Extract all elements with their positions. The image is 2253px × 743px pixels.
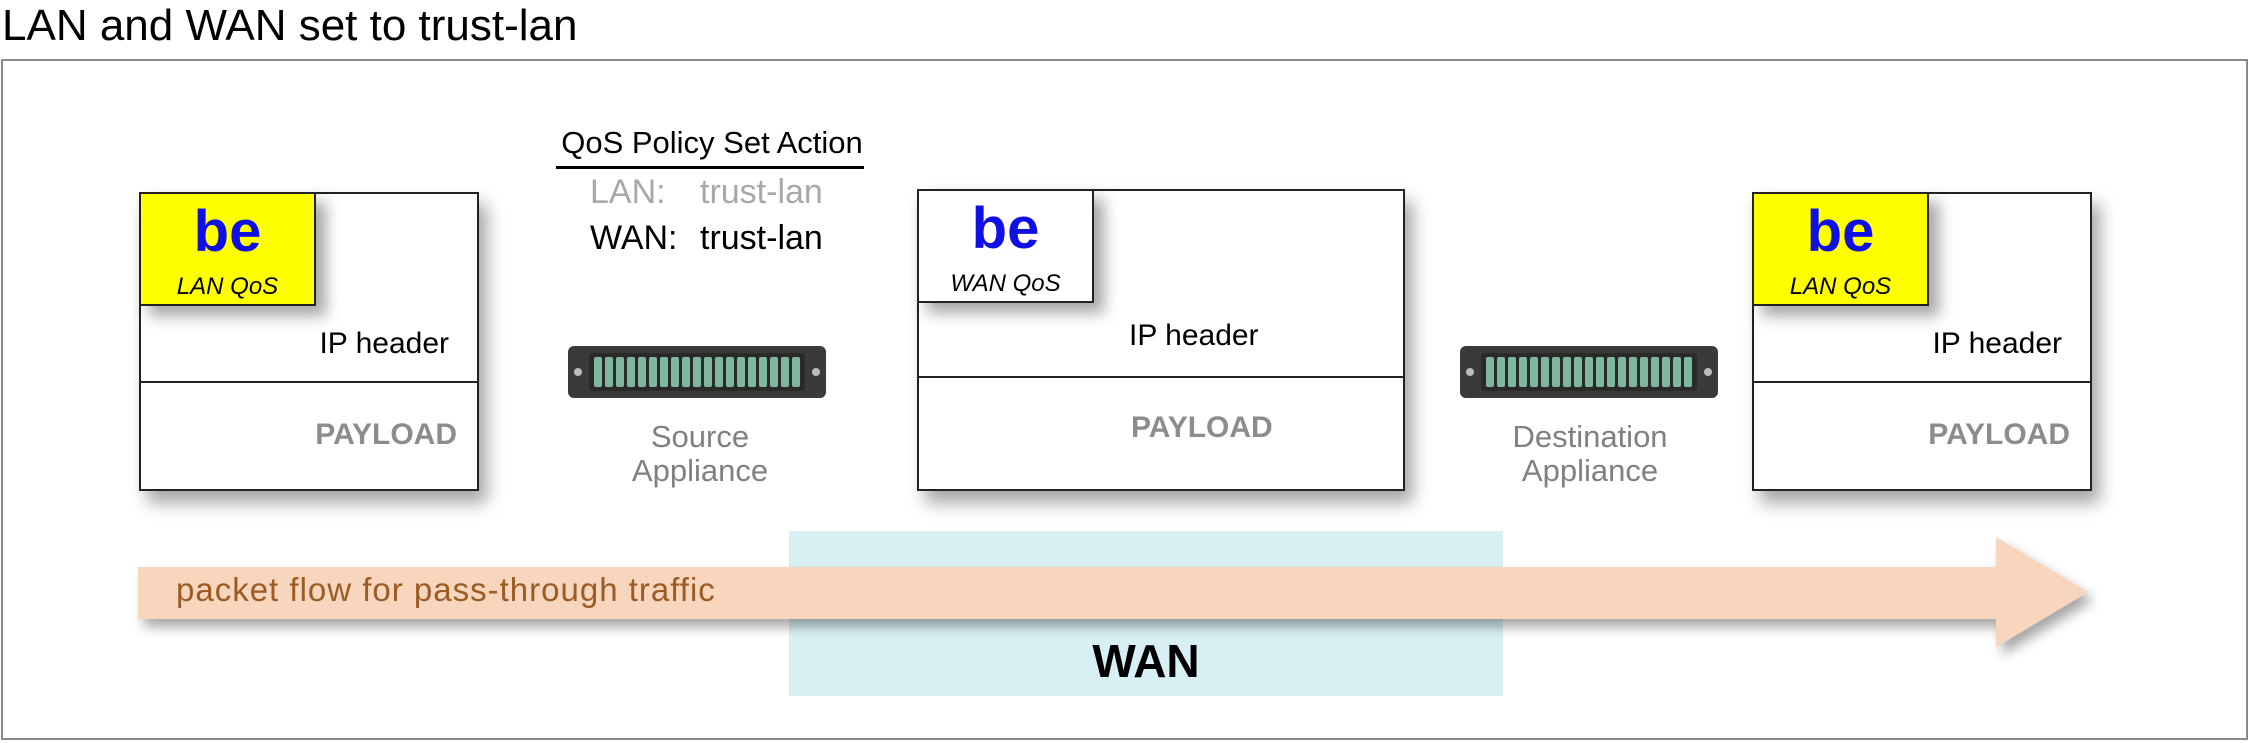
- ip-header: IP header: [1129, 319, 1259, 352]
- vent-slot: [770, 357, 778, 387]
- wan-label: WAN: [1092, 635, 1200, 687]
- vent-slot: [616, 357, 624, 387]
- policy-key: LAN:: [590, 173, 666, 211]
- appliance-label-line1: Source: [650, 419, 750, 454]
- vent-slot: [715, 357, 723, 387]
- packet-divider: [919, 376, 1403, 378]
- vent-slot: [1574, 357, 1582, 387]
- vent-slot: [1596, 357, 1604, 387]
- lan-qos-box: be LAN QoS: [139, 192, 316, 306]
- vent-slot: [594, 357, 602, 387]
- vent-slot: [671, 357, 679, 387]
- policy-row-wan: WAN: trust-lan: [590, 218, 823, 258]
- vent-slot: [759, 357, 767, 387]
- payload: PAYLOAD: [1928, 418, 2070, 451]
- vent-slot: [605, 357, 613, 387]
- qos-tag: be: [1806, 199, 1875, 264]
- vent-slot: [726, 357, 734, 387]
- flow-arrow-shape: [138, 537, 2088, 647]
- qos-label: WAN QoS: [950, 270, 1061, 297]
- vent-slot: [1519, 357, 1527, 387]
- vent-slot: [649, 357, 657, 387]
- packet-divider: [141, 381, 477, 383]
- vent-slot: [1684, 357, 1692, 387]
- appliance-label-line2: Appliance: [1521, 453, 1659, 488]
- policy-value: trust-lan: [700, 219, 823, 257]
- vent-slot: [693, 357, 701, 387]
- lan-qos-box: be LAN QoS: [1752, 192, 1929, 306]
- diagram-title: LAN and WAN set to trust-lan: [2, 1, 578, 50]
- ip-header: IP header: [1932, 327, 2062, 360]
- payload: PAYLOAD: [1131, 411, 1273, 444]
- vent-slot: [1651, 357, 1659, 387]
- source-appliance-icon: [568, 346, 826, 398]
- vent-slot: [1607, 357, 1615, 387]
- vent-slot: [792, 357, 800, 387]
- qos-tag: be: [971, 196, 1040, 261]
- policy-heading: QoS Policy Set Action: [561, 125, 863, 160]
- policy-key: WAN:: [590, 219, 678, 257]
- qos-label: LAN QoS: [1789, 273, 1892, 300]
- packet-divider: [1754, 381, 2090, 383]
- policy-row-lan: LAN: trust-lan: [590, 172, 823, 212]
- vent-slot: [1563, 357, 1571, 387]
- vent-slot: [781, 357, 789, 387]
- vent-slot: [682, 357, 690, 387]
- diagram-frame: [1, 59, 2248, 740]
- vent-slot: [1618, 357, 1626, 387]
- vent-slot: [627, 357, 635, 387]
- vent-slot: [660, 357, 668, 387]
- vent-slot: [1585, 357, 1593, 387]
- appliance-vents: [1486, 357, 1692, 387]
- packet-destination: be LAN QoS IP header PAYLOAD: [1752, 192, 2092, 491]
- destination-appliance-label: Destination Appliance: [1460, 420, 1720, 488]
- appliance-label-line2: Appliance: [631, 453, 769, 488]
- qos-tag: be: [193, 199, 262, 264]
- vent-slot: [737, 357, 745, 387]
- wan-qos-box: be WAN QoS: [917, 189, 1094, 303]
- destination-appliance-icon: [1460, 346, 1718, 398]
- source-appliance-label: Source Appliance: [570, 420, 830, 488]
- vent-slot: [1662, 357, 1670, 387]
- qos-label: LAN QoS: [176, 273, 279, 300]
- policy-underline: [556, 166, 864, 169]
- appliance-label-line1: Destination: [1512, 419, 1668, 454]
- vent-slot: [1673, 357, 1681, 387]
- flow-label: packet flow for pass-through traffic: [176, 571, 716, 608]
- policy-value: trust-lan: [700, 173, 823, 211]
- vent-slot: [1530, 357, 1538, 387]
- vent-slot: [748, 357, 756, 387]
- vent-slot: [1629, 357, 1637, 387]
- packet-source: be LAN QoS IP header PAYLOAD: [139, 192, 479, 491]
- vent-slot: [704, 357, 712, 387]
- vent-slot: [1497, 357, 1505, 387]
- packet-wan: be WAN QoS IP header PAYLOAD: [917, 189, 1405, 491]
- vent-slot: [638, 357, 646, 387]
- ip-header: IP header: [319, 327, 449, 360]
- vent-slot: [1640, 357, 1648, 387]
- vent-slot: [1508, 357, 1516, 387]
- payload: PAYLOAD: [315, 418, 457, 451]
- vent-slot: [1486, 357, 1494, 387]
- vent-slot: [1541, 357, 1549, 387]
- vent-slot: [1552, 357, 1560, 387]
- appliance-vents: [594, 357, 800, 387]
